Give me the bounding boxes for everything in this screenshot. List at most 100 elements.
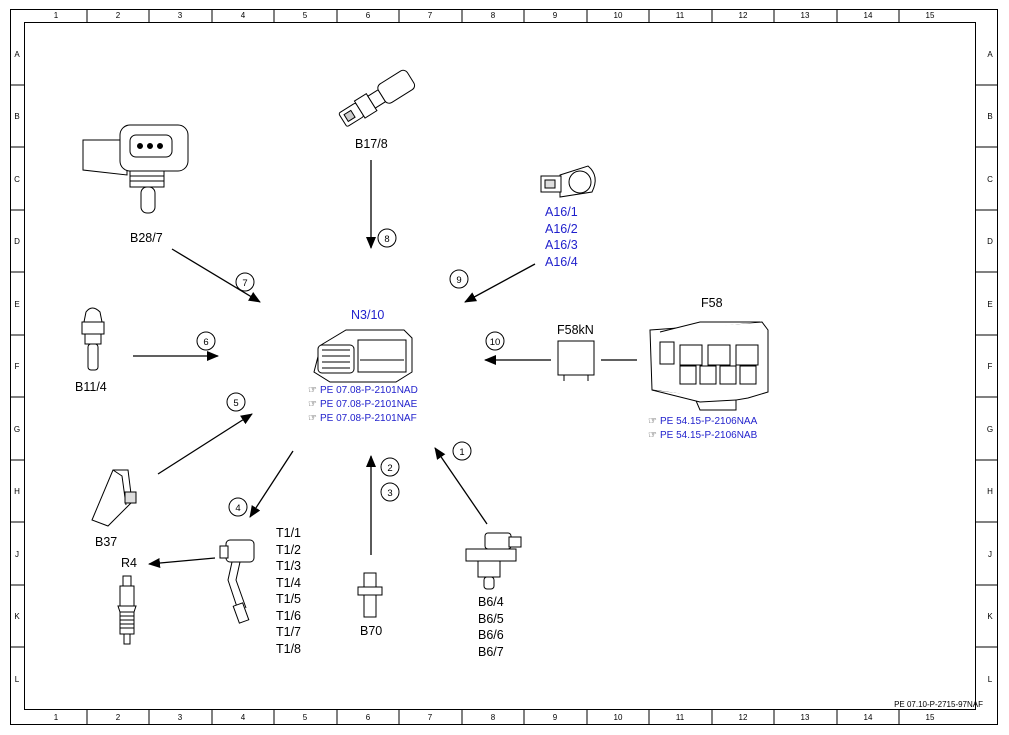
grid-col-bottom: 14 bbox=[863, 713, 873, 722]
grid-col-bottom: 11 bbox=[675, 713, 685, 722]
label-r4: R4 bbox=[121, 556, 137, 570]
grid-col-bottom: 8 bbox=[490, 713, 496, 722]
label-b28-7: B28/7 bbox=[130, 231, 163, 245]
ref-text: PE 07.08-P-2101NAF bbox=[319, 413, 417, 424]
label-b6-group: B6/4 B6/5 B6/6 B6/7 bbox=[478, 594, 504, 660]
callout-circle-10 bbox=[485, 331, 505, 351]
label-t1-2: T1/2 bbox=[276, 542, 302, 557]
grid-row-right: H bbox=[987, 487, 993, 496]
ref-text: PE 07.08-P-2101NAE bbox=[319, 399, 418, 410]
grid-col-top: 13 bbox=[800, 11, 810, 20]
grid-col-bottom: 13 bbox=[800, 713, 810, 722]
label-t1-8: T1/8 bbox=[276, 641, 302, 656]
arrow-a16 bbox=[464, 263, 536, 303]
r4-spark-plug-drawing bbox=[117, 575, 137, 645]
callout-circle-3 bbox=[380, 482, 400, 502]
grid-row-left: G bbox=[13, 425, 21, 434]
grid-row-right: D bbox=[987, 237, 993, 246]
grid-col-bottom: 1 bbox=[53, 713, 59, 722]
label-b6-4: B6/4 bbox=[478, 595, 504, 609]
grid-col-top: 4 bbox=[240, 11, 246, 20]
label-t1-4: T1/4 bbox=[276, 575, 302, 590]
pointing-hand-icon: ☞ bbox=[308, 385, 317, 396]
pointing-hand-icon: ☞ bbox=[308, 413, 317, 424]
document-id: PE 07.10-P-2715-97NAF bbox=[894, 700, 983, 709]
label-t1-7: T1/7 bbox=[276, 625, 302, 639]
grid-col-bottom: 9 bbox=[552, 713, 558, 722]
callout-circle-8 bbox=[377, 228, 397, 248]
label-a16-1: A16/1 bbox=[545, 205, 578, 219]
callout-3: 3 bbox=[387, 488, 392, 499]
arrow-b6 bbox=[434, 447, 488, 525]
label-a16-group: A16/1 A16/2 A16/3 A16/4 bbox=[545, 204, 578, 270]
label-b6-6: B6/6 bbox=[478, 628, 504, 642]
callout-9: 9 bbox=[456, 275, 461, 286]
grid-row-left: H bbox=[14, 487, 20, 496]
grid-row-left: A bbox=[14, 50, 20, 59]
label-f58: F58 bbox=[701, 296, 723, 310]
drawing-area bbox=[24, 22, 976, 710]
grid-col-top: 8 bbox=[490, 11, 496, 20]
grid-row-left: J bbox=[15, 550, 19, 559]
callout-1: 1 bbox=[459, 447, 464, 458]
callout-5: 5 bbox=[233, 398, 238, 409]
b17-8-sensor-drawing bbox=[338, 69, 416, 127]
ref-link[interactable]: ☞PE 54.15-P-2106NAA bbox=[648, 415, 757, 429]
label-b70: B70 bbox=[360, 624, 383, 638]
callout-circle-1 bbox=[452, 441, 472, 461]
b70-sensor-drawing bbox=[357, 572, 383, 618]
f58kn-relay-drawing bbox=[557, 340, 595, 376]
ref-text: PE 07.08-P-2101NAD bbox=[319, 385, 418, 396]
grid-row-right: C bbox=[987, 175, 993, 184]
grid-row-right: K bbox=[987, 612, 993, 621]
grid-col-top: 10 bbox=[613, 11, 623, 20]
grid-row-left: B bbox=[14, 112, 20, 121]
label-t1-5: T1/5 bbox=[276, 592, 302, 606]
ref-link[interactable]: ☞PE 07.08-P-2101NAF bbox=[308, 412, 418, 426]
label-n3-10: N3/10 bbox=[351, 308, 385, 322]
grid-col-top: 7 bbox=[427, 11, 433, 20]
label-f58kn: F58kN bbox=[557, 323, 594, 337]
grid-col-top: 5 bbox=[302, 11, 308, 20]
label-b17-8: B17/8 bbox=[355, 137, 388, 151]
grid-col-bottom: 10 bbox=[613, 713, 623, 722]
ref-link[interactable]: ☞PE 07.08-P-2101NAE bbox=[308, 398, 418, 412]
b6-sensor-drawing bbox=[465, 532, 522, 590]
callout-circle-5 bbox=[226, 392, 246, 412]
grid-col-top: 9 bbox=[552, 11, 558, 20]
arrow-b28-7 bbox=[171, 248, 261, 303]
grid-row-left: F bbox=[14, 362, 20, 371]
callout-10: 10 bbox=[490, 337, 501, 348]
grid-row-right: J bbox=[988, 550, 992, 559]
label-t1-6: T1/6 bbox=[276, 608, 302, 623]
b11-4-sensor-drawing bbox=[81, 307, 105, 371]
grid-col-bottom: 15 bbox=[925, 713, 935, 722]
callout-6: 6 bbox=[203, 337, 208, 348]
grid-row-left: D bbox=[14, 237, 20, 246]
pointing-hand-icon: ☞ bbox=[648, 416, 657, 427]
arrow-b37 bbox=[157, 413, 253, 475]
grid-row-left: E bbox=[14, 300, 20, 309]
ref-link[interactable]: ☞PE 07.08-P-2101NAD bbox=[308, 384, 418, 398]
ref-link[interactable]: ☞PE 54.15-P-2106NAB bbox=[648, 429, 757, 443]
ref-text: PE 54.15-P-2106NAB bbox=[659, 430, 758, 441]
grid-col-top: 11 bbox=[675, 11, 685, 20]
label-t1-1: T1/1 bbox=[276, 526, 302, 540]
grid-row-left: K bbox=[14, 612, 20, 621]
grid-row-left: C bbox=[14, 175, 20, 184]
callout-circle-2 bbox=[380, 457, 400, 477]
grid-row-right: A bbox=[987, 50, 993, 59]
grid-row-right: G bbox=[986, 425, 994, 434]
arrow-t1 bbox=[249, 450, 294, 518]
grid-col-top: 15 bbox=[925, 11, 935, 20]
b28-7-sensor-drawing bbox=[82, 124, 189, 214]
grid-row-right: B bbox=[987, 112, 993, 121]
grid-col-bottom: 6 bbox=[365, 713, 371, 722]
grid-col-bottom: 2 bbox=[115, 713, 121, 722]
grid-col-top: 1 bbox=[53, 11, 59, 20]
label-a16-2: A16/2 bbox=[545, 221, 578, 236]
callout-circle-6 bbox=[196, 331, 216, 351]
callout-8: 8 bbox=[384, 234, 389, 245]
n3-10-control-unit-drawing bbox=[313, 329, 413, 383]
